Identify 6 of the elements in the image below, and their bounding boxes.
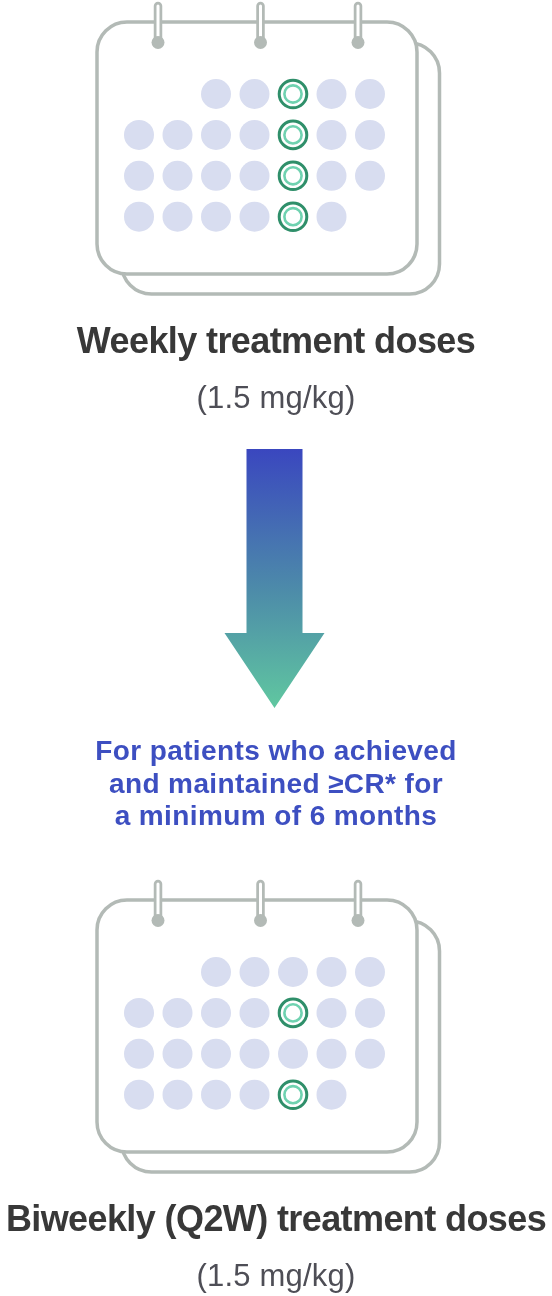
node-subtitle: (1.5 mg/kg)	[195, 381, 357, 415]
node-title: Weekly treatment doses	[75, 321, 477, 361]
node-title: Biweekly (Q2W) treatment doses	[4, 1199, 548, 1239]
condition-text: For patients who achieved and maintained ≥CR* for a minimum of 6 months	[71, 735, 481, 833]
node-subtitle: (1.5 mg/kg)	[195, 1259, 357, 1293]
arrow	[224, 449, 325, 708]
